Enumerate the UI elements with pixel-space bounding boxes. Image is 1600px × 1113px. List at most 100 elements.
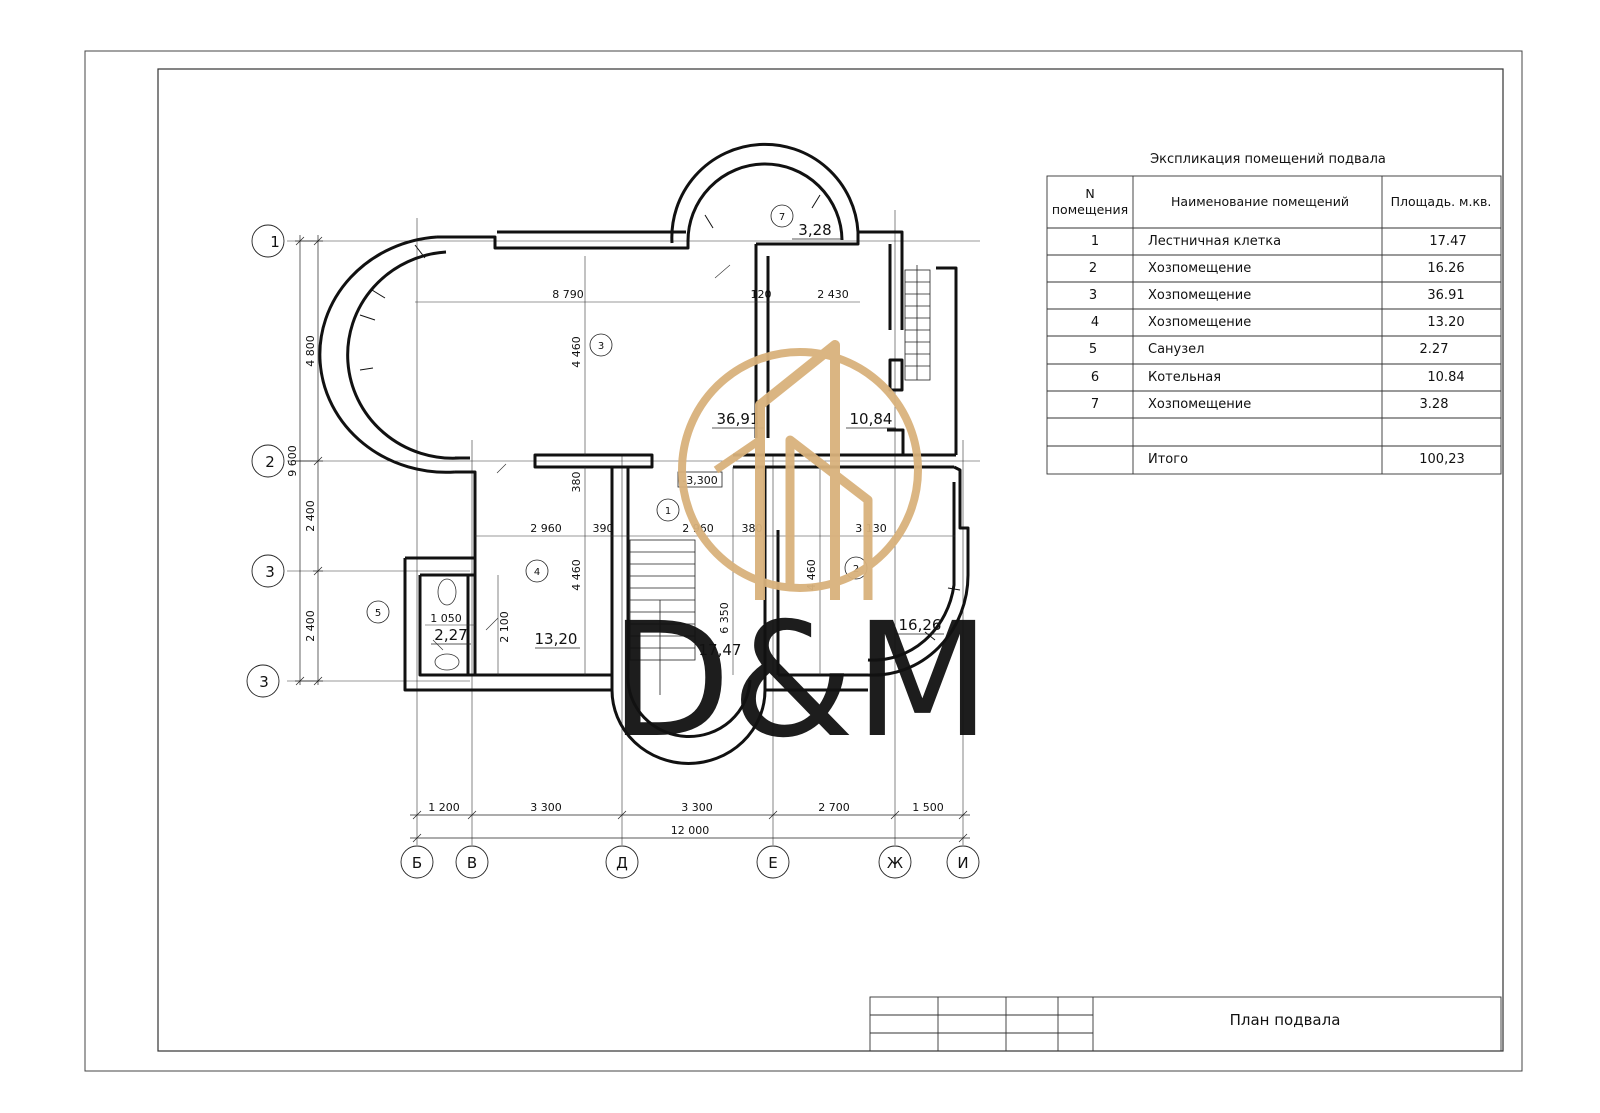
svg-text:36.91: 36.91 (1427, 288, 1464, 303)
table-row: 1 Лестничная клетка 17.47 (1091, 234, 1467, 249)
svg-text:Санузел: Санузел (1148, 342, 1204, 357)
dim-bottom-1200: 1 200 (428, 801, 460, 814)
dim-6350: 6 350 (718, 602, 731, 634)
inner-frame (157, 68, 1504, 1052)
svg-text:2.27: 2.27 (1420, 342, 1449, 357)
room-numbers: 7 3 1 4 2 5 (366, 204, 868, 624)
table-row: 6 Котельная 10.84 (1091, 370, 1465, 385)
table-row: 3 Хозпомещение 36.91 (1089, 288, 1465, 303)
title-block: План подвала (869, 996, 1502, 1052)
total-value: 100,23 (1419, 452, 1465, 467)
table-row: 7 Хозпомещение 3.28 (1091, 397, 1449, 412)
dim-4460-b: 4 460 (570, 559, 583, 591)
svg-text:3.28: 3.28 (1420, 397, 1449, 412)
dim-bottom-3300-b: 3 300 (681, 801, 713, 814)
area-room-3: 36,91 (717, 410, 760, 428)
dim-left-2400-a: 2 400 (304, 500, 317, 532)
axis-col-i: И (957, 854, 968, 872)
row-axes: 1 2 3 3 (246, 224, 285, 698)
svg-text:10.84: 10.84 (1427, 370, 1464, 385)
svg-text:16.26: 16.26 (1427, 261, 1464, 276)
level-mark-box (677, 471, 723, 488)
header-n-line2: помещения (1052, 202, 1128, 217)
header-name: Наименование помещений (1171, 194, 1349, 209)
dim-2430: 2 430 (817, 288, 849, 301)
sheet-title: План подвала (1230, 1011, 1341, 1029)
svg-text:2: 2 (1089, 261, 1097, 276)
wc-fixtures (434, 578, 460, 671)
explication-table: Экспликация помещений подвала N помещени… (1046, 152, 1502, 475)
outer-frame (84, 50, 1523, 1072)
room-number-1: 1 (665, 506, 671, 517)
axis-row-1: 1 (270, 233, 280, 251)
svg-text:Хозпомещение: Хозпомещение (1148, 288, 1251, 303)
floor-plan: 8 790 120 2 430 4 460 380 2 960 390 2 96… (246, 142, 980, 879)
level-mark: -3,300 (682, 474, 717, 487)
axis-row-3b: 3 (259, 673, 269, 691)
watermark-logo: D&M (609, 340, 991, 773)
axis-row-3a: 3 (265, 563, 275, 581)
bottom-dim-lines (410, 810, 970, 843)
dim-bottom-3300-a: 3 300 (530, 801, 562, 814)
svg-text:Хозпомещение: Хозпомещение (1148, 261, 1251, 276)
svg-text:17.47: 17.47 (1429, 234, 1466, 249)
area-room-4: 13,20 (535, 630, 578, 648)
svg-text:4: 4 (1091, 315, 1099, 330)
axis-col-zh: Ж (887, 854, 903, 872)
svg-text:Лестничная клетка: Лестничная клетка (1148, 234, 1281, 249)
axis-col-b: Б (412, 854, 422, 872)
area-room-7: 3,28 (798, 221, 831, 239)
watermark-brand: D&M (609, 589, 990, 773)
left-dim-lines (295, 235, 323, 686)
area-room-2: 16,26 (899, 616, 942, 634)
area-room-5: 2,27 (434, 626, 467, 644)
dim-left-2400-b: 2 400 (304, 610, 317, 642)
svg-text:1: 1 (1091, 234, 1099, 249)
svg-text:Хозпомещение: Хозпомещение (1148, 315, 1251, 330)
room-number-3: 3 (598, 341, 604, 352)
explication-title: Экспликация помещений подвала (1150, 152, 1386, 167)
dim-390: 390 (593, 522, 614, 535)
dim-left-4800: 4 800 (304, 335, 317, 367)
table-row: 2 Хозпомещение 16.26 (1089, 261, 1465, 276)
header-area: Площадь. м.кв. (1391, 194, 1492, 209)
area-room-6: 10,84 (850, 410, 893, 428)
dim-1050: 1 050 (430, 612, 462, 625)
room-number-7: 7 (779, 212, 785, 223)
dim-120: 120 (751, 288, 772, 301)
axis-row-2: 2 (265, 453, 275, 471)
dim-2100: 2 100 (498, 611, 511, 643)
dim-8790: 8 790 (552, 288, 584, 301)
svg-text:13.20: 13.20 (1427, 315, 1464, 330)
axis-lines (287, 210, 980, 845)
window-marks (359, 194, 961, 641)
dim-left-total: 9 600 (286, 445, 299, 477)
svg-text:Котельная: Котельная (1148, 370, 1221, 385)
total-label: Итого (1148, 452, 1188, 467)
svg-text:5: 5 (1089, 342, 1097, 357)
room-number-5: 5 (375, 608, 381, 619)
dim-bottom-total: 12 000 (671, 824, 710, 837)
walls (318, 142, 970, 765)
svg-text:Хозпомещение: Хозпомещение (1148, 397, 1251, 412)
svg-text:7: 7 (1091, 397, 1099, 412)
table-row: 5 Санузел 2.27 (1089, 342, 1449, 357)
svg-text:6: 6 (1091, 370, 1099, 385)
room-number-4: 4 (534, 567, 540, 578)
dim-380-v: 380 (570, 472, 583, 493)
dim-2960: 2 960 (530, 522, 562, 535)
dim-bottom-2700: 2 700 (818, 801, 850, 814)
header-n-line1: N (1085, 186, 1094, 201)
axis-col-d: Д (616, 854, 628, 872)
area-room-1: 17,47 (699, 641, 742, 659)
svg-text:3: 3 (1089, 288, 1097, 303)
table-row: 4 Хозпомещение 13.20 (1091, 315, 1465, 330)
dim-4460-c: 4 460 (805, 559, 818, 591)
dim-4460-a: 4 460 (570, 336, 583, 368)
axis-col-e: Е (768, 854, 777, 872)
axis-col-v: В (467, 854, 477, 872)
room-areas: 3,28 36,91 10,84 13,20 2,27 17,47 16,26 (431, 221, 944, 659)
col-axes: Б В Д Е Ж И (400, 845, 980, 879)
dim-bottom-1500: 1 500 (912, 801, 944, 814)
